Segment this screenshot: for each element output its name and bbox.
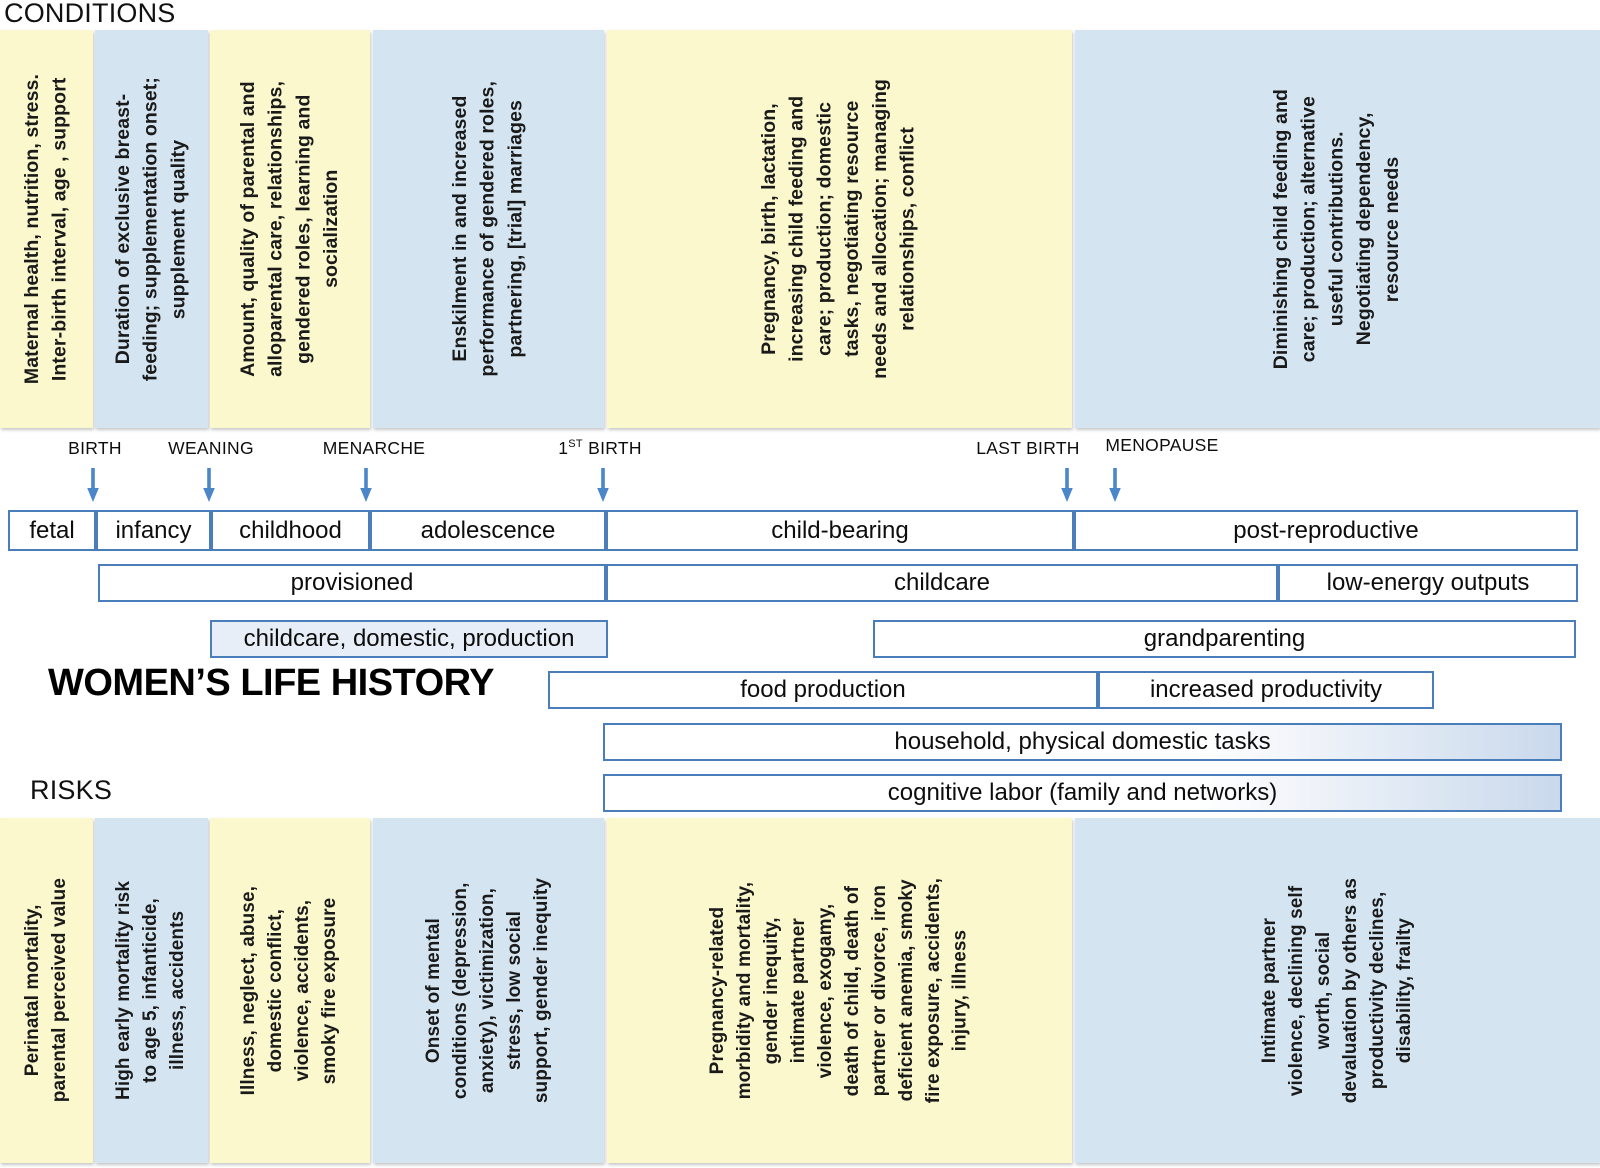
activity-label: increased productivity: [1149, 676, 1383, 703]
activity-provisioned[interactable]: provisioned: [98, 564, 606, 602]
activity-increased-productivity[interactable]: increased productivity: [1098, 671, 1434, 709]
risks-column-fetal: Perinatal mortality, parental perceived …: [0, 818, 93, 1163]
activity-childcare[interactable]: childcare: [606, 564, 1278, 602]
page-title: WOMEN’S LIFE HISTORY: [48, 662, 495, 704]
activity-label: childcare: [893, 569, 991, 596]
risks-column-childhood: Illness, neglect, abuse, domestic confli…: [210, 818, 370, 1163]
risks-text-childhood: Illness, neglect, abuse, domestic confli…: [238, 885, 340, 1096]
arrow-menarche-icon: [357, 468, 375, 502]
activity-household-physical-domestic-tasks[interactable]: household, physical domestic tasks: [603, 723, 1562, 761]
activity-label: cognitive labor (family and networks): [887, 779, 1278, 806]
risks-column-adolescence: Onset of mental conditions (depression, …: [373, 818, 604, 1163]
risks-column-post-reproductive: Intimate partner violence, declining sel…: [1075, 818, 1600, 1163]
life-stage-label: adolescence: [420, 516, 556, 544]
activity-childcare-domestic-production[interactable]: childcare, domestic, production: [210, 620, 608, 658]
risks-column-infancy: High early mortality risk to age 5, infa…: [95, 818, 208, 1163]
life-stage-childhood[interactable]: childhood: [211, 510, 370, 551]
risks-text-child-bearing: Pregnancy-related morbidity and mortalit…: [706, 877, 971, 1104]
milestone-label-birth: BIRTH: [68, 438, 122, 458]
milestone-first-birth-ordinal-number: 1: [558, 438, 569, 458]
milestone-label-menarche: MENARCHE: [322, 438, 426, 458]
life-stage-adolescence[interactable]: adolescence: [370, 510, 606, 551]
life-stage-label: childhood: [239, 516, 342, 544]
conditions-text-fetal: Maternal health, nutrition, stress. Inte…: [20, 73, 71, 385]
conditions-column-post-reproductive: Diminishing child feeding and care; prod…: [1075, 30, 1600, 428]
activity-label: low-energy outputs: [1326, 569, 1530, 596]
risks-text-post-reproductive: Intimate partner violence, declining sel…: [1258, 877, 1415, 1104]
risks-text-adolescence: Onset of mental conditions (depression, …: [423, 877, 552, 1104]
arrow-first-birth-icon: [594, 468, 612, 502]
life-stage-post-reproductive[interactable]: post-reproductive: [1074, 510, 1578, 551]
risks-text-fetal: Perinatal mortality, parental perceived …: [21, 878, 70, 1103]
activity-cognitive-labor[interactable]: cognitive labor (family and networks): [603, 774, 1562, 812]
life-stage-fetal[interactable]: fetal: [8, 510, 96, 551]
milestone-first-birth-word: BIRTH: [588, 438, 642, 458]
risks-column-child-bearing: Pregnancy-related morbidity and mortalit…: [607, 818, 1072, 1163]
activity-grandparenting[interactable]: grandparenting: [873, 620, 1576, 658]
arrow-menopause-icon: [1106, 468, 1124, 502]
conditions-text-childhood: Amount, quality of parental and allopare…: [236, 81, 342, 377]
life-stage-child-bearing[interactable]: child-bearing: [606, 510, 1074, 551]
arrow-birth-icon: [84, 468, 102, 502]
activity-label: household, physical domestic tasks: [894, 728, 1271, 755]
conditions-text-infancy: Duration of exclusive breast- feeding; s…: [111, 76, 190, 382]
conditions-column-fetal: Maternal health, nutrition, stress. Inte…: [0, 30, 93, 428]
arrow-weaning-icon: [200, 468, 218, 502]
life-stage-label: post-reproductive: [1233, 516, 1419, 544]
milestone-label-first-birth: 1ST BIRTH: [558, 438, 642, 459]
milestone-label-weaning: WEANING: [168, 438, 254, 458]
risks-heading: RISKS: [30, 775, 113, 805]
conditions-heading: CONDITIONS: [4, 0, 176, 28]
activity-low-energy-outputs[interactable]: low-energy outputs: [1278, 564, 1578, 602]
conditions-column-childhood: Amount, quality of parental and allopare…: [210, 30, 370, 428]
activity-label: provisioned: [290, 569, 414, 596]
milestone-label-last-birth: LAST BIRTH: [976, 438, 1080, 458]
conditions-text-post-reproductive: Diminishing child feeding and care; prod…: [1270, 88, 1404, 370]
activity-label: grandparenting: [1143, 625, 1306, 652]
milestone-label-menopause: MENOPAUSE: [1105, 435, 1219, 455]
life-stage-label: infancy: [115, 516, 192, 544]
activity-label: food production: [740, 676, 906, 703]
life-stage-infancy[interactable]: infancy: [96, 510, 211, 551]
risks-text-infancy: High early mortality risk to age 5, infa…: [113, 881, 188, 1100]
conditions-column-adolescence: Enskilment in and increased performance …: [373, 30, 604, 428]
conditions-text-adolescence: Enskilment in and increased performance …: [448, 81, 527, 377]
conditions-column-infancy: Duration of exclusive breast- feeding; s…: [95, 30, 208, 428]
activity-label: childcare, domestic, production: [243, 625, 575, 652]
life-stage-label: child-bearing: [771, 516, 909, 544]
conditions-text-child-bearing: Pregnancy, birth, lactation, increasing …: [758, 79, 919, 379]
milestone-first-birth-ordinal-suffix: ST: [568, 438, 583, 451]
activity-food-production[interactable]: food production: [548, 671, 1098, 709]
arrow-last-birth-icon: [1058, 468, 1076, 502]
life-stage-label: fetal: [29, 516, 75, 544]
conditions-column-child-bearing: Pregnancy, birth, lactation, increasing …: [607, 30, 1072, 428]
